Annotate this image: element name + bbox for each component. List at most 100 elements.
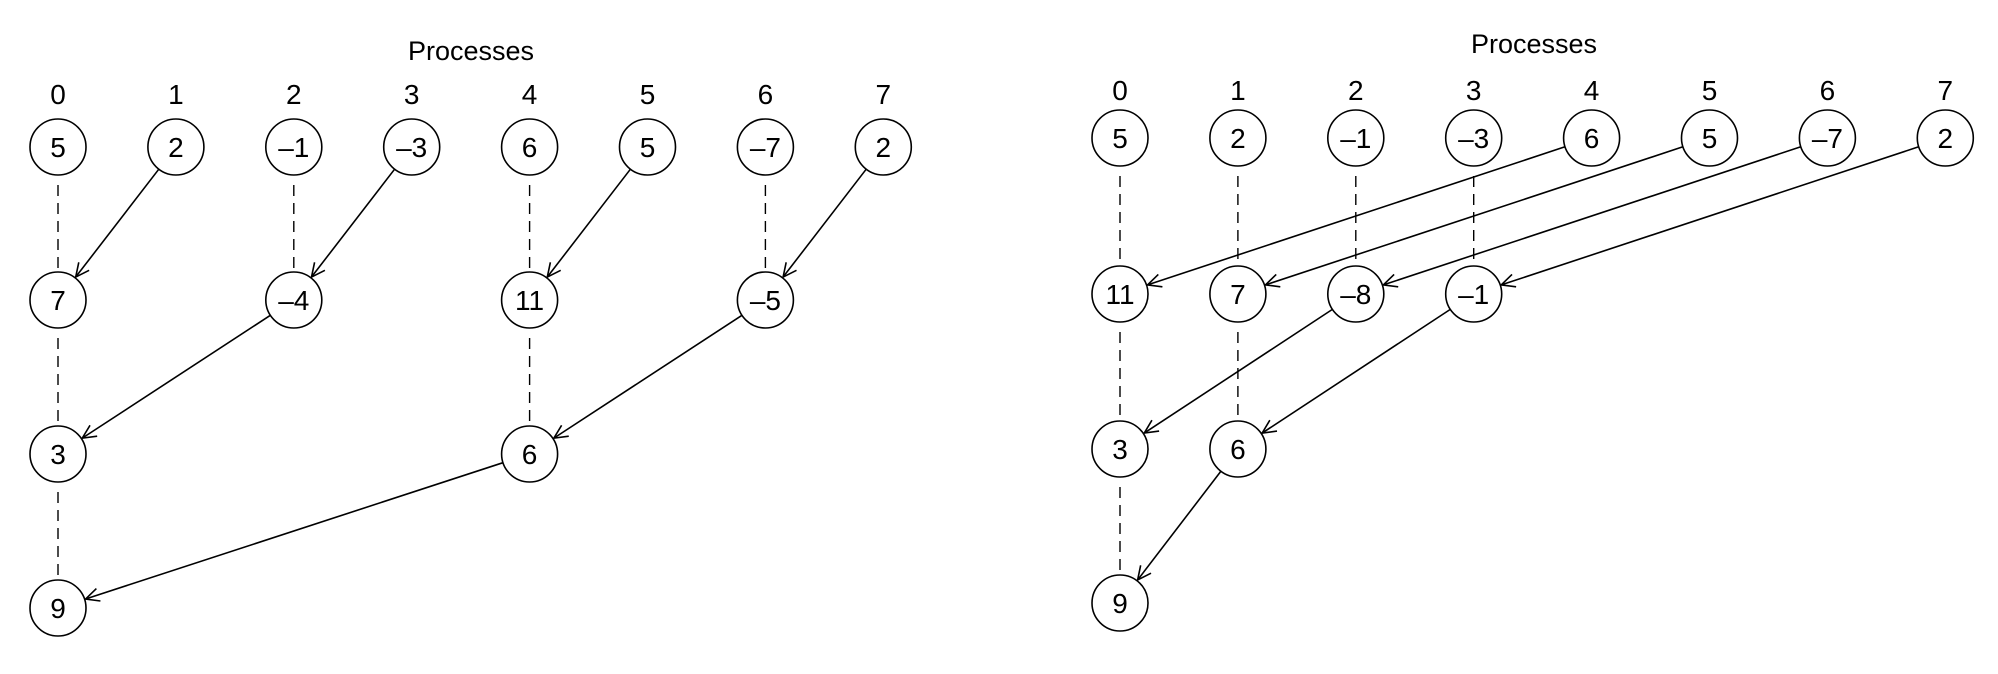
send-arrow xyxy=(546,168,632,279)
value-node: 2 xyxy=(147,118,205,176)
value-node: 3 xyxy=(29,425,87,483)
value-node: 2 xyxy=(1916,109,1975,167)
diagram-panel-tree: Processes 0 1 2 3 4 5 6 7 5 2 –1 –3 6 5 –7 2 7 –4 11 –5 3 6 9 xyxy=(29,36,913,637)
value-node: –1 xyxy=(1444,265,1503,323)
send-arrow xyxy=(74,168,160,279)
node-value: 7 xyxy=(50,285,66,316)
node-value: –3 xyxy=(396,132,427,163)
node-value: 5 xyxy=(1112,123,1128,154)
value-node: 5 xyxy=(29,118,87,176)
node-value: –1 xyxy=(1340,123,1371,154)
value-node: 11 xyxy=(1091,265,1149,323)
process-label: 5 xyxy=(640,79,656,110)
value-node: 9 xyxy=(29,579,87,637)
arrowhead-icon xyxy=(1499,273,1517,288)
node-value: 2 xyxy=(1230,123,1246,154)
value-node: –7 xyxy=(1798,109,1857,167)
arrowhead-icon xyxy=(1136,565,1152,582)
value-node: 6 xyxy=(500,425,559,483)
arrowhead-icon xyxy=(1145,273,1163,288)
value-node: –5 xyxy=(736,271,795,329)
send-arrow xyxy=(1260,308,1451,435)
node-value: 2 xyxy=(876,132,892,163)
node-value: 3 xyxy=(1112,434,1128,465)
node-value: 2 xyxy=(168,132,184,163)
process-label: 2 xyxy=(1348,75,1364,106)
value-node: 5 xyxy=(1091,109,1149,167)
process-label: 5 xyxy=(1702,75,1718,106)
send-arrow xyxy=(1381,146,1802,288)
panel-title: Processes xyxy=(1471,29,1597,59)
value-node: 3 xyxy=(1091,420,1149,478)
process-label: 3 xyxy=(1466,75,1482,106)
node-value: 6 xyxy=(522,132,538,163)
process-label: 0 xyxy=(1112,75,1128,106)
arrowhead-icon xyxy=(1263,273,1281,288)
value-node: 7 xyxy=(1209,265,1267,323)
node-value: 11 xyxy=(1105,279,1134,310)
process-label: 0 xyxy=(50,79,66,110)
node-value: 11 xyxy=(515,285,544,316)
send-arrow xyxy=(1136,470,1222,582)
arrowhead-icon xyxy=(1142,419,1160,435)
process-label: 1 xyxy=(1230,75,1246,106)
node-value: 3 xyxy=(50,439,66,470)
process-label: 2 xyxy=(286,79,302,110)
arrowhead-icon xyxy=(1381,273,1399,288)
value-node: –3 xyxy=(382,118,441,176)
process-label: 7 xyxy=(876,79,892,110)
process-label: 7 xyxy=(1938,75,1954,106)
process-label: 3 xyxy=(404,79,420,110)
node-value: 9 xyxy=(50,593,66,624)
arrowhead-icon xyxy=(546,262,562,279)
node-value: –3 xyxy=(1458,123,1489,154)
value-node: 7 xyxy=(29,271,87,329)
send-arrow xyxy=(83,461,504,602)
arrowhead-icon xyxy=(310,262,326,279)
node-value: –7 xyxy=(1812,123,1843,154)
arrowhead-icon xyxy=(74,262,90,279)
node-value: –1 xyxy=(278,132,309,163)
node-value: –4 xyxy=(278,285,309,316)
send-arrow xyxy=(310,168,396,279)
value-node: 2 xyxy=(854,118,913,176)
value-node: –8 xyxy=(1327,265,1385,323)
arrowhead-icon xyxy=(83,588,101,602)
value-node: –7 xyxy=(736,118,795,176)
panel-title: Processes xyxy=(408,36,534,66)
value-node: –1 xyxy=(1327,109,1385,167)
node-value: 6 xyxy=(1584,123,1600,154)
value-node: 5 xyxy=(618,118,677,176)
node-value: 6 xyxy=(1230,434,1246,465)
node-value: –5 xyxy=(750,285,781,316)
value-node: 9 xyxy=(1091,574,1149,632)
process-label: 6 xyxy=(758,79,774,110)
send-arrow xyxy=(552,314,743,440)
arrowhead-icon xyxy=(781,262,797,279)
node-value: –7 xyxy=(750,132,781,163)
node-value: 5 xyxy=(1702,123,1718,154)
node-value: 5 xyxy=(50,132,66,163)
value-node: 6 xyxy=(1562,109,1621,167)
value-node: 11 xyxy=(500,271,559,329)
node-value: –1 xyxy=(1458,279,1489,310)
value-node: 5 xyxy=(1680,109,1739,167)
node-value: 7 xyxy=(1230,279,1246,310)
value-node: 6 xyxy=(500,118,559,176)
value-node: –4 xyxy=(264,271,323,329)
node-value: 2 xyxy=(1938,123,1954,154)
process-label: 4 xyxy=(522,79,538,110)
send-arrow xyxy=(781,168,867,279)
send-arrow xyxy=(1499,146,1919,288)
node-value: 6 xyxy=(522,439,538,470)
arrowhead-icon xyxy=(1260,419,1278,435)
value-node: 2 xyxy=(1209,109,1267,167)
value-node: –3 xyxy=(1444,109,1503,167)
process-label: 1 xyxy=(168,79,184,110)
process-label: 6 xyxy=(1820,75,1836,106)
arrowhead-icon xyxy=(552,424,569,440)
value-node: –1 xyxy=(264,118,323,176)
arrowhead-icon xyxy=(80,424,98,440)
send-arrow xyxy=(80,314,271,440)
